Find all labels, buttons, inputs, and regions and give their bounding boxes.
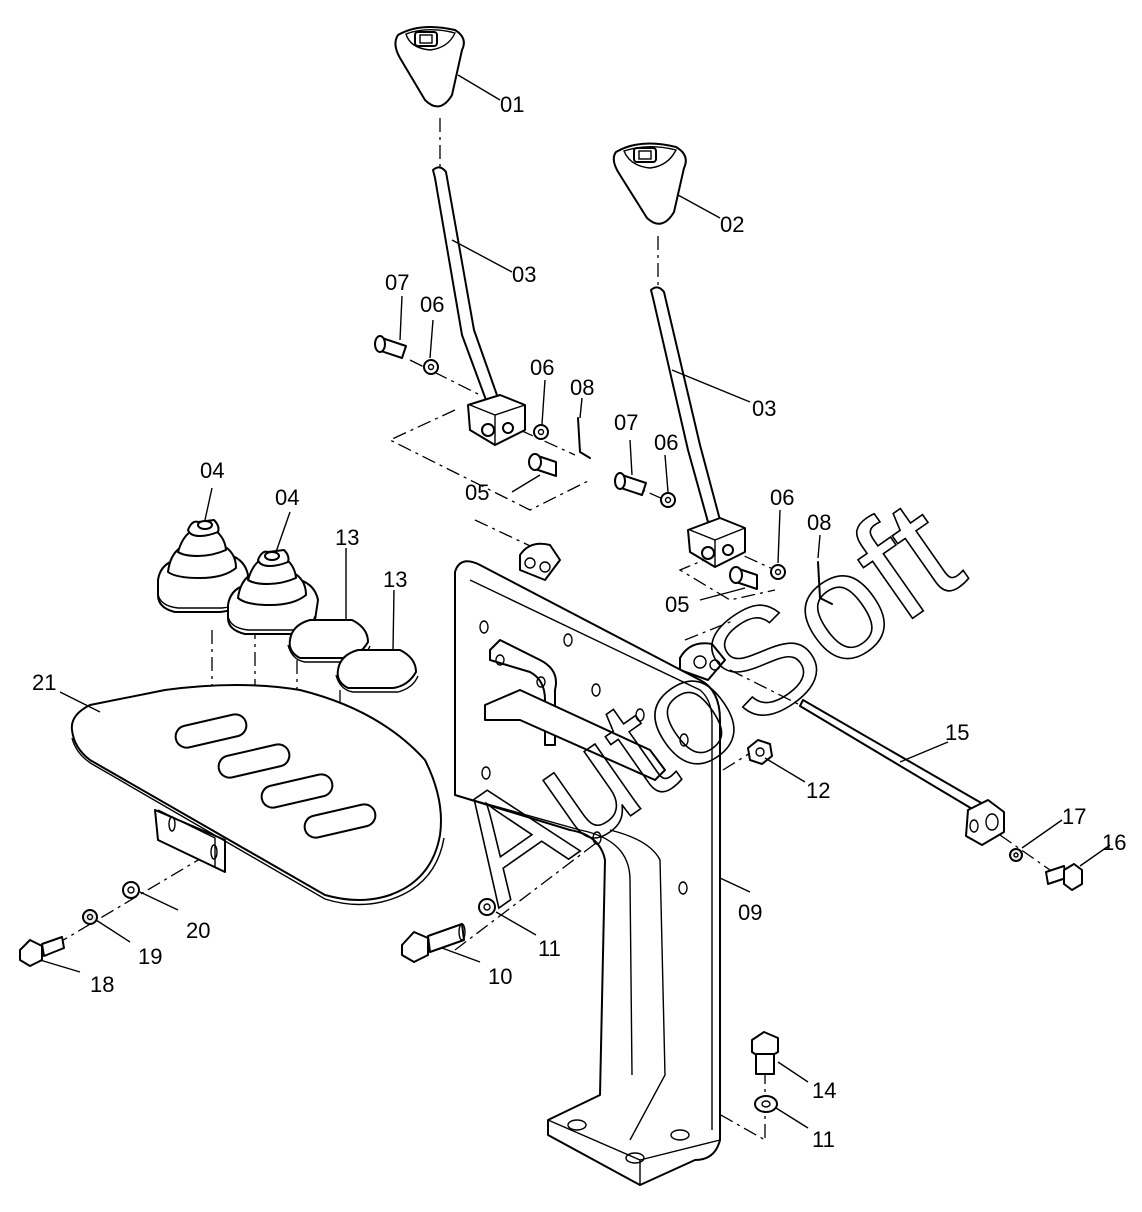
label-17: 17 — [1062, 804, 1086, 829]
label-07-right: 07 — [614, 410, 638, 435]
label-16: 16 — [1102, 830, 1126, 855]
bolt-16 — [1045, 863, 1083, 891]
label-08-right: 08 — [807, 510, 831, 535]
label-06-2: 06 — [530, 355, 554, 380]
label-02: 02 — [720, 212, 744, 237]
label-04-right: 04 — [275, 485, 299, 510]
label-06-4: 06 — [770, 485, 794, 510]
label-15: 15 — [945, 720, 969, 745]
label-03-right: 03 — [752, 396, 776, 421]
washer-20 — [122, 881, 140, 899]
cotter-08-right — [817, 561, 833, 605]
label-06-3: 06 — [654, 430, 678, 455]
bolt-14 — [751, 1031, 779, 1075]
bushing-05-right — [729, 566, 758, 590]
label-14: 14 — [812, 1078, 836, 1103]
label-11-lower: 11 — [812, 1127, 835, 1152]
label-21: 21 — [32, 670, 56, 695]
label-11-upper: 11 — [538, 936, 561, 961]
washer-06-2 — [533, 424, 549, 440]
cotter-08-left — [577, 417, 591, 459]
washer-06-1 — [423, 359, 439, 375]
washer-06-4 — [770, 564, 786, 580]
label-05-left: 05 — [465, 480, 489, 505]
washer-17 — [1009, 848, 1023, 862]
label-04-left: 04 — [200, 458, 224, 483]
label-18: 18 — [90, 972, 114, 997]
knob-01 — [394, 25, 465, 108]
plate-21 — [70, 684, 445, 906]
lever-03-left — [432, 166, 526, 446]
pad-13-right — [335, 649, 419, 693]
label-19: 19 — [138, 944, 162, 969]
pin-07-left — [374, 335, 407, 359]
boot-04-right — [227, 549, 319, 635]
knob-02 — [612, 142, 687, 225]
pin-07-right — [614, 472, 647, 496]
leader-lines — [39, 74, 1111, 1129]
part-labels: 01 02 03 03 04 04 05 05 06 06 06 06 07 0… — [32, 92, 1126, 1152]
label-10: 10 — [488, 964, 512, 989]
label-13-left: 13 — [335, 525, 359, 550]
bushing-05-left — [528, 453, 557, 477]
rod-15 — [799, 699, 1005, 846]
label-20: 20 — [186, 918, 210, 943]
pad-13-left — [287, 619, 371, 663]
bolt-18 — [19, 936, 65, 967]
washer-11-upper — [478, 898, 496, 916]
label-13-right: 13 — [383, 567, 407, 592]
bolt-10 — [401, 923, 466, 963]
label-09: 09 — [738, 900, 762, 925]
label-12: 12 — [806, 778, 830, 803]
label-01: 01 — [500, 92, 524, 117]
label-03-left: 03 — [512, 262, 536, 287]
washer-19 — [82, 909, 98, 925]
lever-03-right — [650, 286, 746, 568]
label-08-left: 08 — [570, 375, 594, 400]
washer-06-3 — [660, 492, 676, 508]
washer-11-lower — [754, 1095, 778, 1113]
label-06-1: 06 — [420, 292, 444, 317]
label-05-right: 05 — [665, 592, 689, 617]
label-07-left: 07 — [385, 270, 409, 295]
bracket-09 — [454, 542, 726, 1186]
